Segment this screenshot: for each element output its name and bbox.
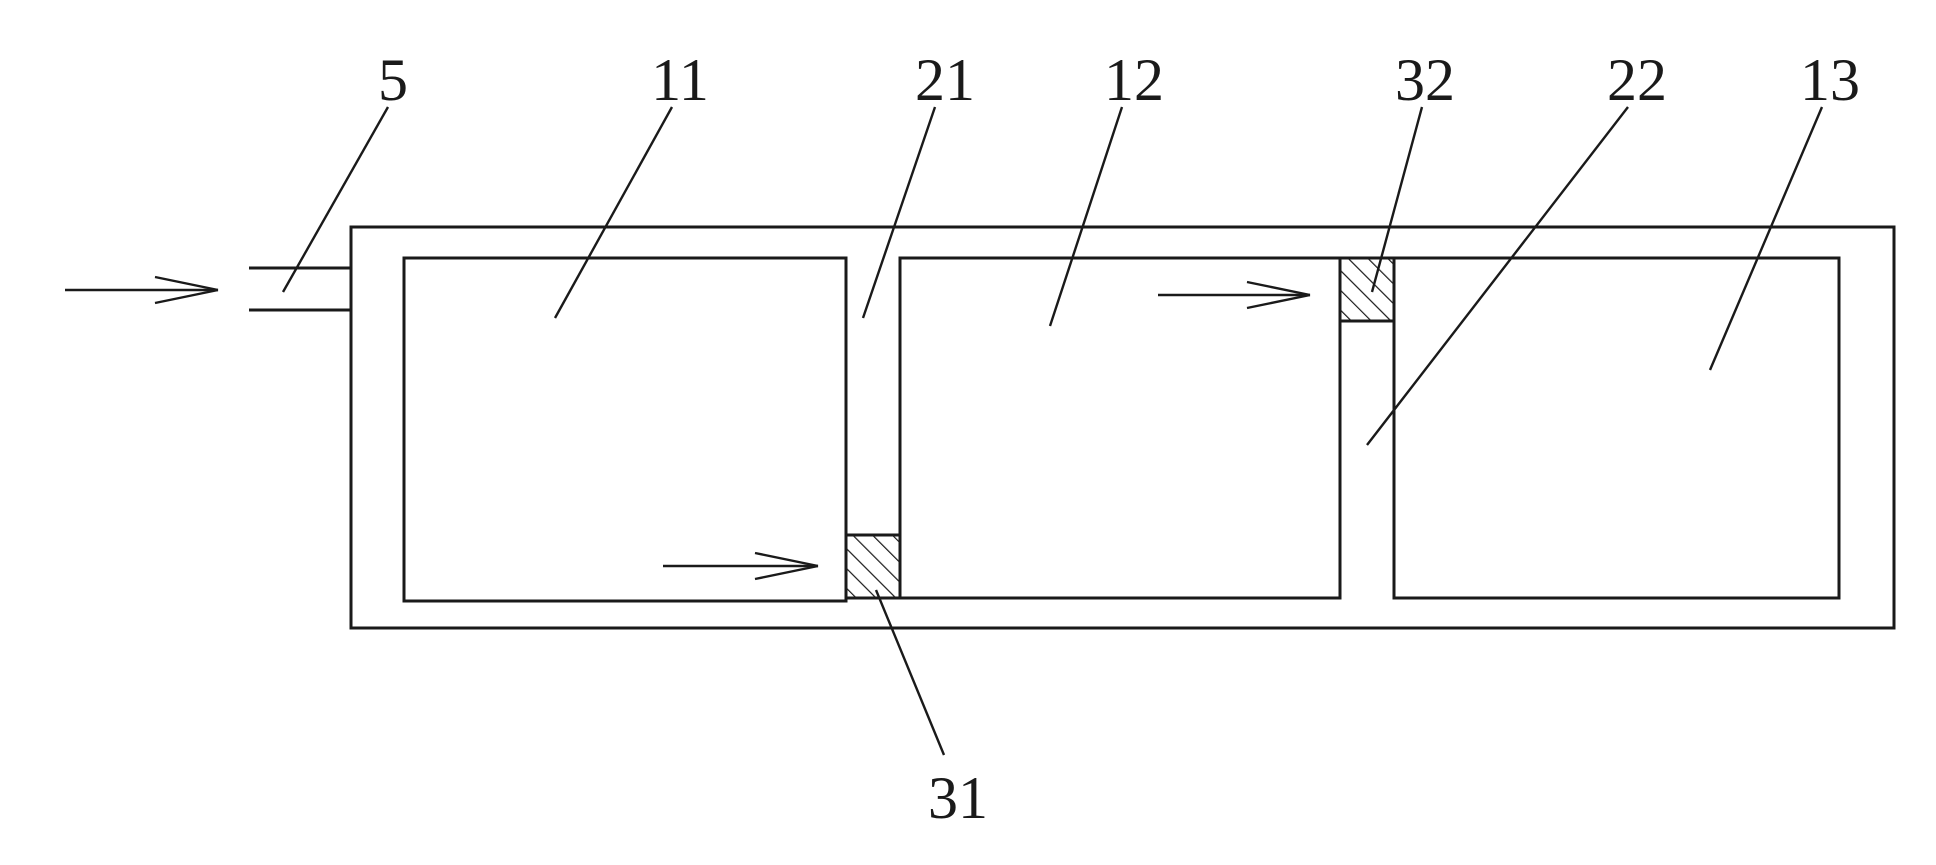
leader-line-32 xyxy=(1370,106,1424,293)
leader-line-11 xyxy=(553,106,674,319)
inlet-arrow xyxy=(65,275,219,305)
leader-line-12 xyxy=(1048,106,1124,327)
filter-block-31 xyxy=(844,533,902,600)
chamber-12 xyxy=(898,256,1342,600)
filter-block-32 xyxy=(1338,256,1396,323)
leader-line-13 xyxy=(1708,106,1824,371)
label-inlet-pipe: 5 xyxy=(378,47,408,113)
label-filter-32: 32 xyxy=(1395,47,1455,113)
outer-housing xyxy=(349,225,1896,630)
label-chamber-13: 13 xyxy=(1800,47,1860,113)
label-gap-21: 21 xyxy=(915,47,975,113)
label-chamber-11: 11 xyxy=(651,47,709,113)
chamber-13 xyxy=(1392,256,1841,600)
inlet-pipe xyxy=(249,266,351,312)
label-chamber-12: 12 xyxy=(1104,47,1164,113)
leader-line-22 xyxy=(1366,106,1629,446)
label-filter-31: 31 xyxy=(928,765,988,831)
leader-line-31 xyxy=(874,589,946,756)
flow-arrow-2 xyxy=(1158,280,1311,310)
chamber-11 xyxy=(402,256,848,603)
leader-line-5 xyxy=(281,106,390,293)
flow-arrow-1 xyxy=(663,551,819,581)
leader-line-21 xyxy=(861,106,937,319)
label-gap-22: 22 xyxy=(1607,47,1667,113)
